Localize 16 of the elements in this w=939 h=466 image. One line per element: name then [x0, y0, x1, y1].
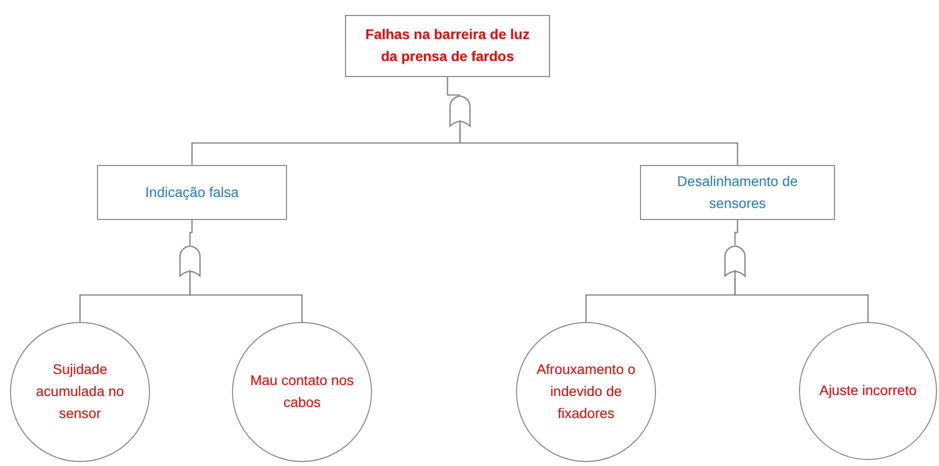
event-label: Indicação falsa	[145, 182, 239, 202]
event-box	[97, 165, 287, 220]
connector-line	[734, 220, 738, 245]
event-label: Falhas na barreira de luz da prensa de fardos	[364, 25, 531, 66]
event-box	[640, 165, 835, 220]
connector-line	[189, 220, 193, 245]
connector-line	[446, 77, 461, 96]
connector-line	[734, 278, 869, 322]
event-label: Desalinhamento de sensores	[676, 172, 799, 212]
connector-line	[459, 128, 738, 165]
connector-line	[189, 278, 303, 322]
event-label: Ajuste incorreto	[819, 381, 917, 400]
event-label: Afrouxamento o indevido de fixadores	[536, 360, 636, 423]
event-box	[345, 15, 550, 77]
event-label: Mau contato nos cabos	[249, 371, 355, 412]
event-label: Sujidade acumulada no sensor	[35, 360, 125, 423]
